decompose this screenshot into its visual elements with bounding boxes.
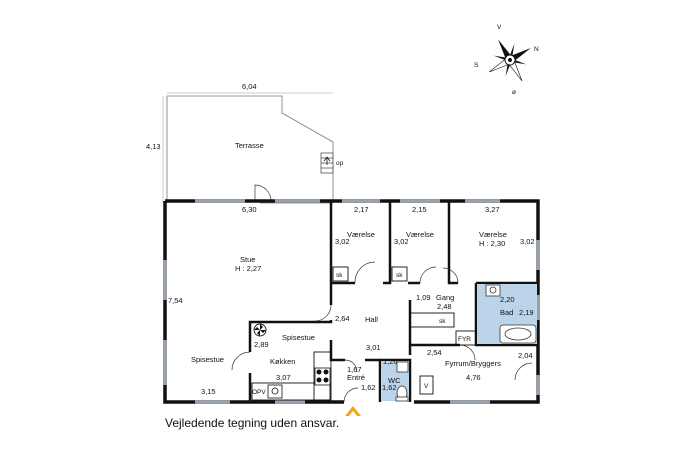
terrace-name: Terrasse <box>235 141 264 150</box>
vaerelse1-sk: sk <box>336 272 343 279</box>
hall-dim-bottom: 3,01 <box>366 343 381 352</box>
vaerelse1-name: Værelse <box>347 230 375 239</box>
koekken-dim: 3,07 <box>276 373 291 382</box>
spisestue-kitchen-name: Spisestue <box>282 333 315 342</box>
hall-dim-side: 2,64 <box>335 314 350 323</box>
stue-dim-side: 7,54 <box>168 296 183 305</box>
stue-height: H : 2,27 <box>235 264 261 273</box>
bath-sink <box>485 284 501 297</box>
vaerelse3-dim-side: 3,02 <box>520 237 535 246</box>
gang-name: Gang <box>436 293 454 302</box>
terrace-depth: 4,13 <box>146 142 161 151</box>
entre-dim-top: 1,67 <box>347 365 362 374</box>
koekken-name: Køkken <box>270 357 295 366</box>
interior-walls <box>248 201 538 402</box>
fyrrum-v: V <box>424 383 429 390</box>
gang-dim-side: 1,09 <box>416 293 431 302</box>
fyr-label: FYR <box>458 336 471 343</box>
fyr-box <box>455 330 477 346</box>
fyrrum-dim-right: 2,04 <box>518 351 533 360</box>
compass-s: S <box>474 62 479 69</box>
vaerelse1-dim-top: 2,17 <box>354 205 369 214</box>
vaerelse2-dim-side: 3,02 <box>394 237 409 246</box>
compass-v: V <box>497 24 502 31</box>
terrace-steps <box>320 152 334 174</box>
terrace-outline <box>166 95 334 204</box>
spisestue-kitchen-dim: 2,89 <box>254 340 269 349</box>
wc-dim-side: 1,62 <box>382 383 397 392</box>
bathtub <box>499 324 537 344</box>
fyrrum-dim-side: 2,54 <box>427 348 442 357</box>
vaerelse3-height: H : 2,30 <box>479 239 505 248</box>
windows <box>163 199 540 404</box>
wc-fixtures <box>395 361 409 402</box>
spisestue-dim: 3,15 <box>201 387 216 396</box>
gang-dim: 2,48 <box>437 302 452 311</box>
fyrrum-dim: 4,76 <box>466 373 481 382</box>
terrace-step-label: op <box>336 160 344 167</box>
bad-dim-top: 2,20 <box>500 295 515 304</box>
boiler-box <box>419 375 434 395</box>
wc-dim-top: 1,26 <box>383 357 398 366</box>
entre-name: Entré <box>347 373 365 382</box>
hall-name: Hall <box>365 315 378 324</box>
compass-o: ø <box>512 89 516 96</box>
door-swings <box>231 261 533 403</box>
spisestue-name: Spisestue <box>191 355 224 364</box>
entrance-arrow-icon <box>345 406 361 416</box>
fyrrum-name: Fyrrum/Bryggers <box>445 359 501 368</box>
disclaimer-text: Vejledende tegning uden ansvar. <box>165 416 340 430</box>
compass-n: N <box>534 46 539 53</box>
vaerelse2-name: Værelse <box>406 230 434 239</box>
storage-units <box>332 266 455 328</box>
vaerelse2-dim-top: 2,15 <box>412 205 427 214</box>
stove <box>314 367 331 386</box>
bad-name: Bad <box>500 308 513 317</box>
vaerelse3-name: Værelse <box>479 230 507 239</box>
kitchen-counter <box>251 351 332 401</box>
wc-name: WC <box>388 376 401 385</box>
vaerelse3-dim-top: 3,27 <box>485 205 500 214</box>
terrace-door-swing <box>254 184 272 202</box>
bad-dim-side: 2,19 <box>519 308 534 317</box>
fan-icon <box>253 323 267 337</box>
gang-sk: sk <box>439 318 446 325</box>
koekken-opv: OPV <box>252 389 266 396</box>
compass-rose-icon <box>489 39 531 81</box>
terrace-width: 6,04 <box>242 82 257 91</box>
vaerelse2-sk: sk <box>396 272 403 279</box>
stue-name: Stue <box>240 255 255 264</box>
kitchen-sink <box>267 384 283 399</box>
stue-dim-top: 6,30 <box>242 205 257 214</box>
vaerelse1-dim-side: 3,02 <box>335 237 350 246</box>
entre-dim-side: 1,62 <box>361 383 376 392</box>
